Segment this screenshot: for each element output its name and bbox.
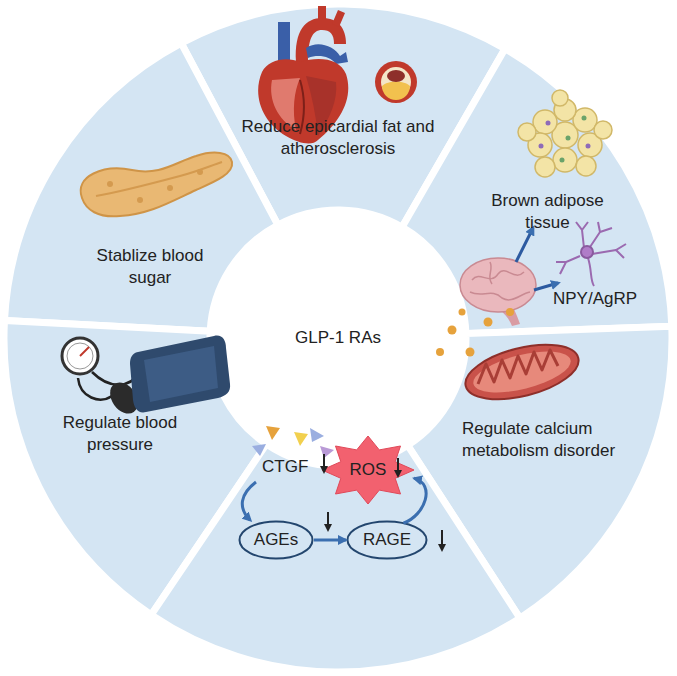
node-label: Stablize blood sugar xyxy=(85,245,215,289)
label-holder: CTGF xyxy=(262,456,322,478)
label-holder: NPY/AgRP xyxy=(550,288,640,310)
node-shape xyxy=(240,522,313,559)
label-holder: Brown adipose tissue xyxy=(485,190,610,234)
node-shape xyxy=(214,214,462,462)
oval-node: AGEs xyxy=(238,520,314,560)
node-label: Reduce epicardial fat and atherosclerosi… xyxy=(230,116,446,160)
label-holder: Stablize blood sugar xyxy=(85,245,215,289)
node-label: Regulate calcium metabolism disorder xyxy=(462,418,642,462)
center-circle: GLP-1 RAs xyxy=(214,214,462,462)
sector-shape xyxy=(4,43,277,331)
oval-node: RAGE xyxy=(346,520,428,560)
decrease-arrow xyxy=(397,458,399,476)
sector-shape xyxy=(151,444,520,672)
label-holder: Regulate blood pressure xyxy=(55,412,185,456)
node-label: NPY/AgRP xyxy=(550,288,640,310)
artery-illustration xyxy=(375,61,417,103)
decrease-arrow xyxy=(323,454,325,472)
node-label: AGEs xyxy=(254,529,298,551)
node-label: Regulate blood pressure xyxy=(55,412,185,456)
node-label: GLP-1 RAs xyxy=(295,327,381,349)
node-shape xyxy=(348,522,427,559)
label-holder: Reduce epicardial fat and atherosclerosi… xyxy=(230,116,446,160)
flow-arrow xyxy=(314,539,346,542)
burst-star: ROS xyxy=(322,436,414,504)
decrease-arrow xyxy=(327,512,329,530)
node-label: Brown adipose tissue xyxy=(485,190,610,234)
node-label: ROS xyxy=(350,459,387,481)
node-label: RAGE xyxy=(363,529,411,551)
label-holder: Regulate calcium metabolism disorder xyxy=(462,418,642,462)
node-label: CTGF xyxy=(262,456,322,478)
decrease-arrow xyxy=(441,530,443,550)
node-shape xyxy=(322,436,414,504)
sector-shape xyxy=(402,49,672,334)
